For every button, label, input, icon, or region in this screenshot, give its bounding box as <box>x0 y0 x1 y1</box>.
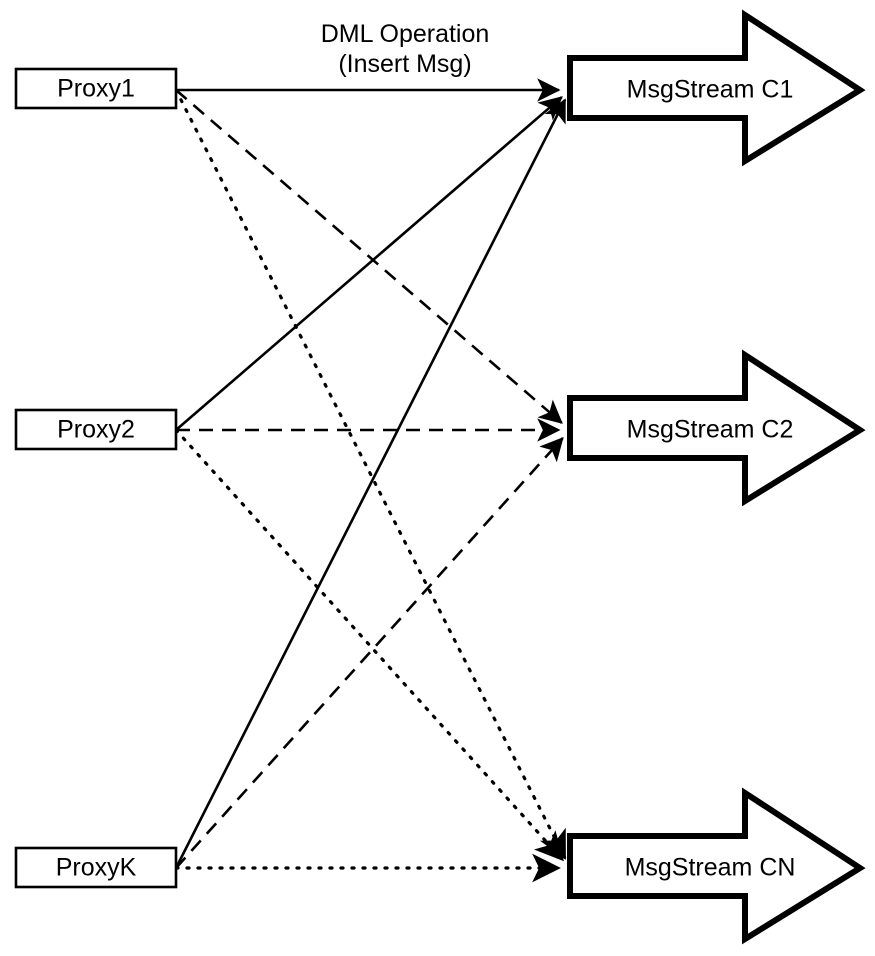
connection-p1-c2[interactable] <box>175 89 563 424</box>
connection-p1-cn[interactable] <box>174 88 567 860</box>
connection-pk-c2[interactable] <box>175 437 564 869</box>
proxy-box-proxyk[interactable] <box>14 846 178 889</box>
msgstream-label-stream_c1: MsgStream C1 <box>627 76 794 104</box>
proxy-box-proxy1[interactable] <box>14 67 178 110</box>
edge-label-line1: DML Operation <box>321 20 490 48</box>
msgstream-arrow-stream_c2[interactable] <box>567 349 866 507</box>
connection-lines <box>174 78 567 883</box>
msgstream-label-stream_c2: MsgStream C2 <box>627 416 794 444</box>
edge-label-line2: (Insert Msg) <box>338 50 471 78</box>
connection-p2-c1[interactable] <box>175 96 563 431</box>
proxy-label-proxy2: Proxy2 <box>57 416 135 444</box>
connection-p2-cn[interactable] <box>174 428 565 862</box>
connection-pk-c1[interactable] <box>174 98 567 869</box>
msgstream-arrow-stream_cn[interactable] <box>567 787 866 945</box>
node-shapes <box>14 9 866 945</box>
proxy-label-proxy1: Proxy1 <box>57 75 135 103</box>
proxy-box-proxy2[interactable] <box>14 408 178 451</box>
msgstream-label-stream_cn: MsgStream CN <box>625 854 796 882</box>
proxy-label-proxyk: ProxyK <box>56 854 137 882</box>
msgstream-arrow-stream_c1[interactable] <box>567 9 866 167</box>
